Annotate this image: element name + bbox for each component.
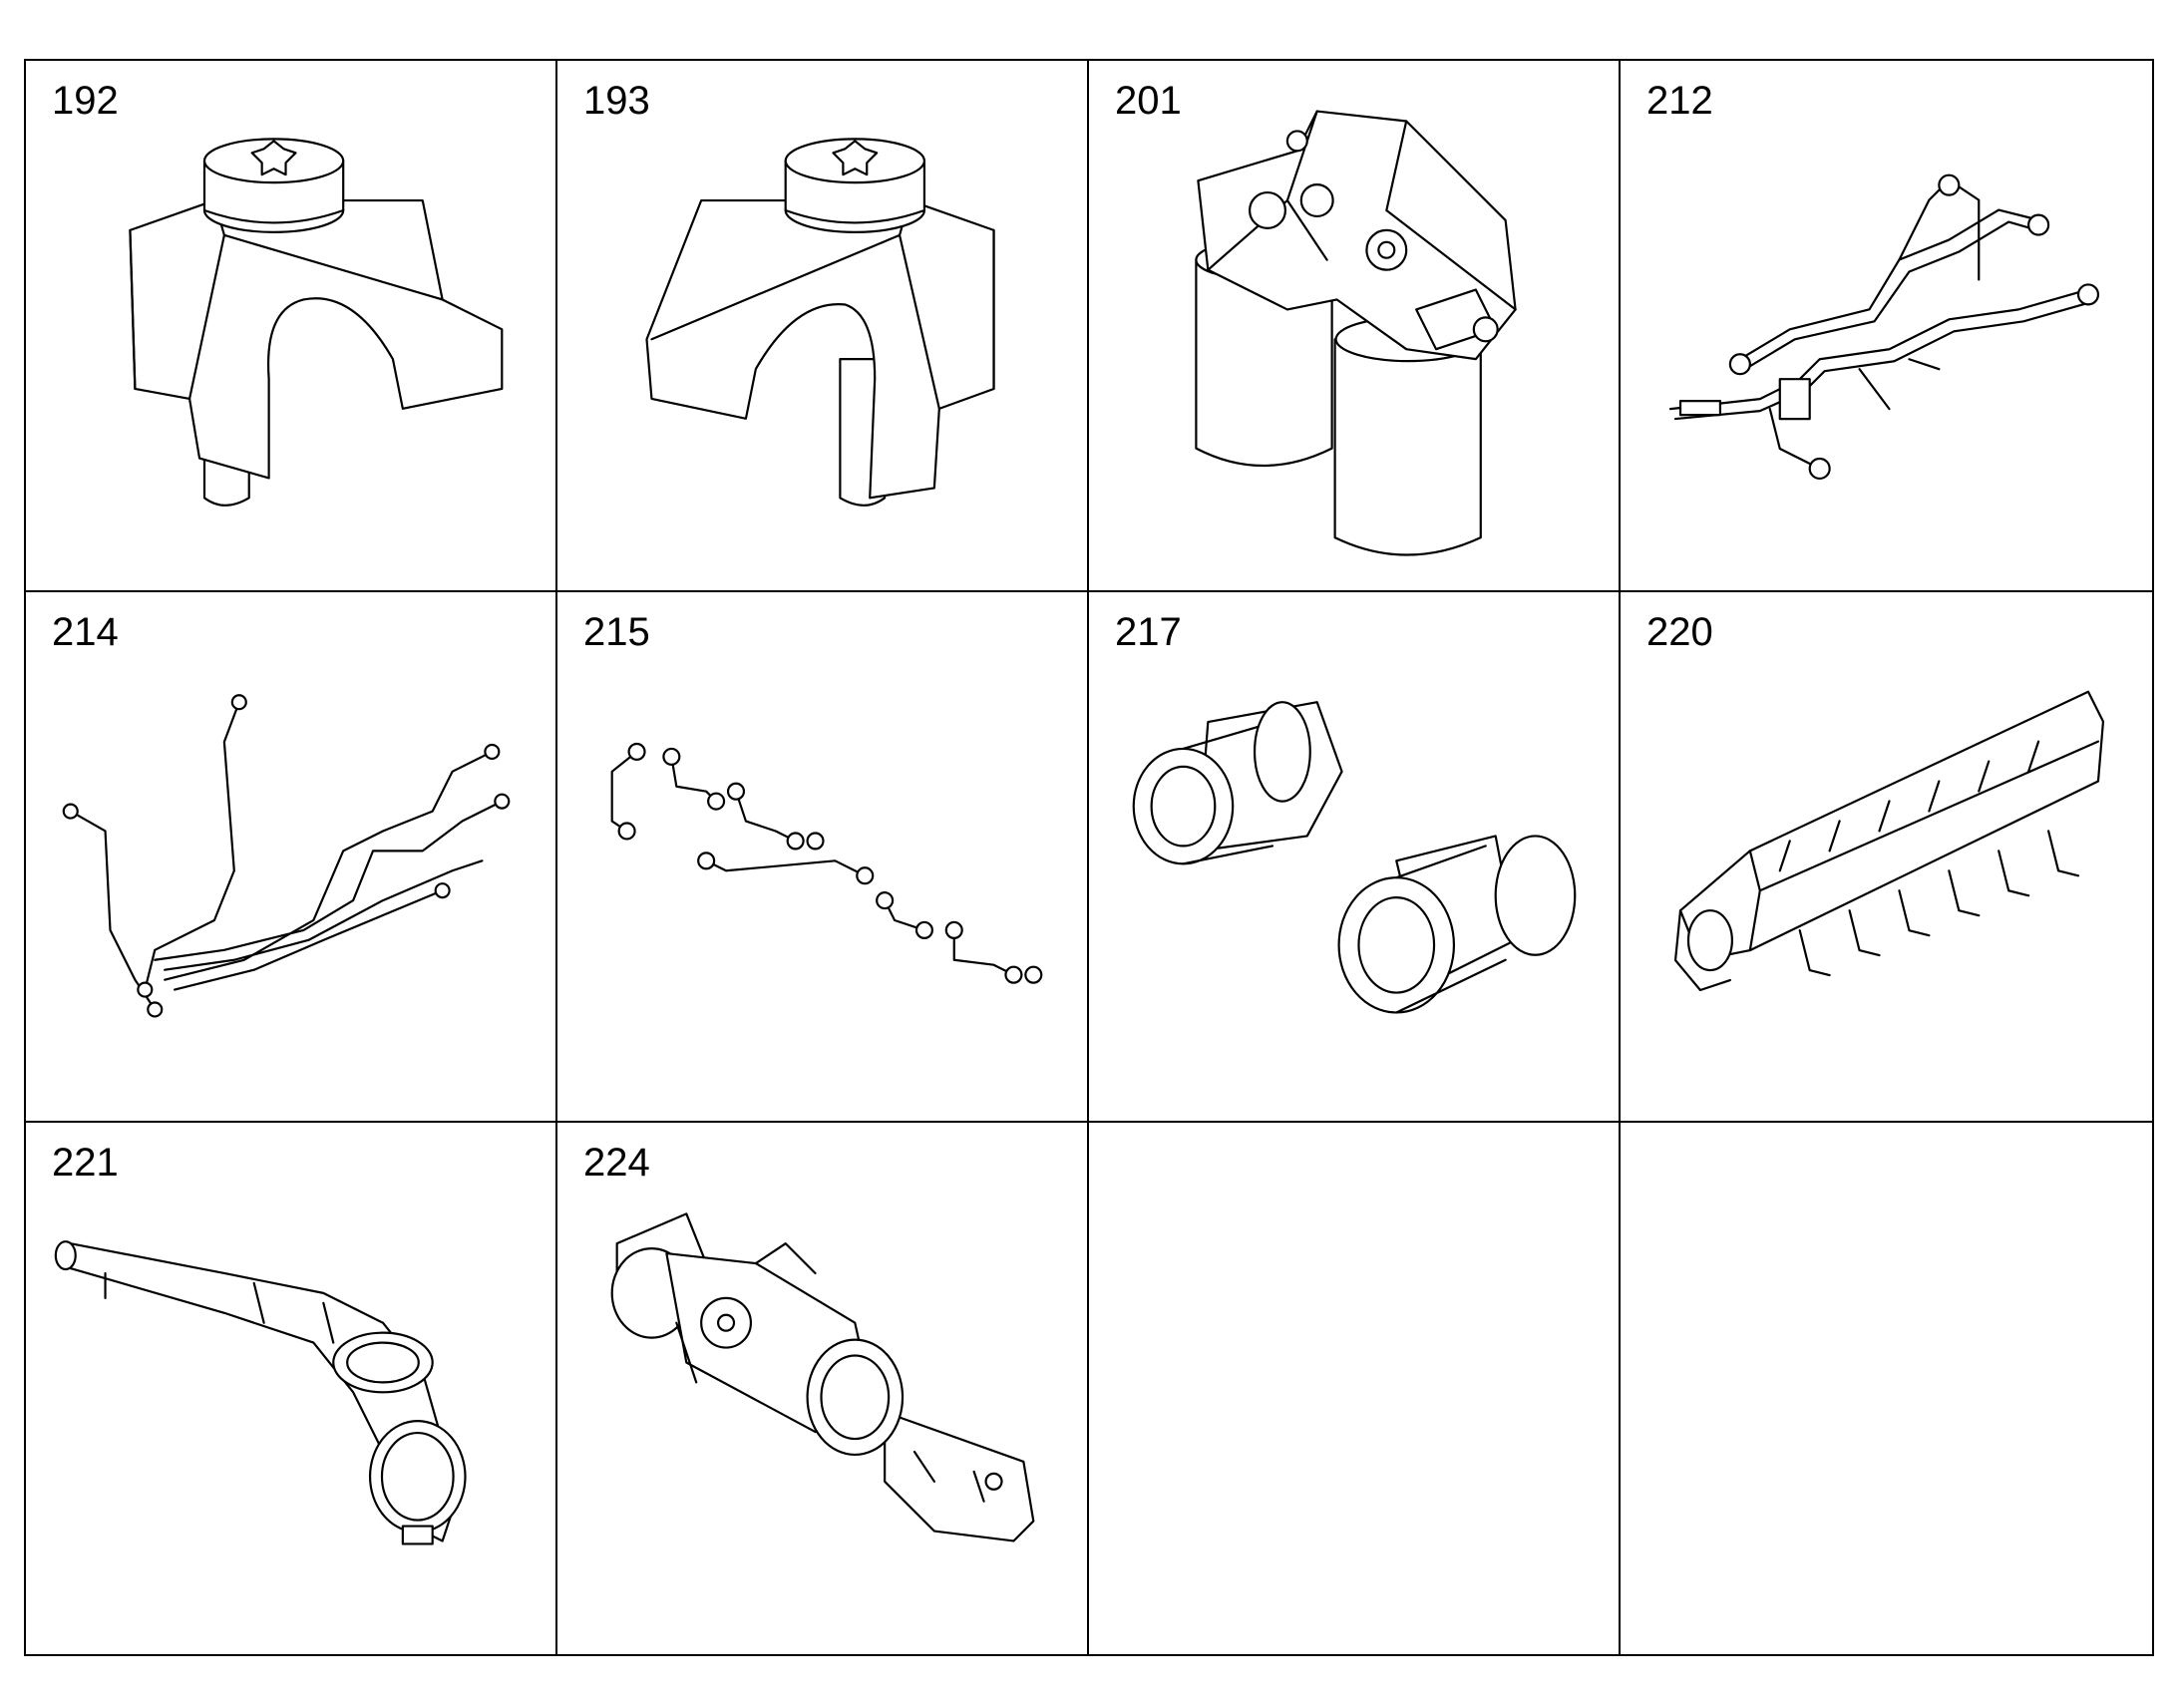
part-number: 214: [52, 609, 119, 654]
part-number: 217: [1115, 609, 1182, 654]
part-number: 193: [583, 79, 650, 123]
turbo-exhaust-assembly-icon: [610, 1212, 1035, 1542]
part-cell-220[interactable]: 220: [1621, 592, 2152, 1124]
coolant-pipe-icon: [54, 1240, 467, 1545]
part-cell-212[interactable]: 212: [1621, 61, 2152, 592]
part-cell-192[interactable]: 192: [26, 61, 557, 592]
fuel-filter-housing-icon: [1195, 110, 1517, 556]
part-number: 215: [583, 609, 650, 654]
parts-grid: 192 193 201: [24, 59, 2154, 1656]
part-cell-193[interactable]: 193: [557, 61, 1089, 592]
fork-bracket-icon: [129, 138, 504, 507]
injection-lines-icon: [62, 693, 511, 1018]
part-cell-215[interactable]: 215: [557, 591, 1089, 1124]
part-number: 220: [1646, 609, 1713, 654]
fuel-line-assembly-icon: [1668, 173, 2100, 481]
part-cell-217[interactable]: 217: [1089, 591, 1621, 1124]
part-cell-201[interactable]: 201: [1089, 61, 1621, 592]
part-cell-221[interactable]: 221: [26, 1123, 557, 1654]
empty-cell: [1089, 1123, 1621, 1654]
threaded-union-icon: [1132, 700, 1577, 1014]
fork-bracket-mirrored-icon: [645, 138, 995, 507]
part-number: 192: [52, 79, 119, 123]
injection-pipes-set-icon: [610, 742, 1043, 984]
part-cell-214[interactable]: 214: [26, 591, 557, 1124]
part-number: 212: [1646, 79, 1713, 123]
part-cell-224[interactable]: 224: [557, 1123, 1089, 1654]
part-number: 201: [1115, 79, 1182, 123]
part-number: 224: [583, 1141, 650, 1186]
empty-cell: [1621, 1123, 2152, 1654]
intake-manifold-icon: [1673, 690, 2105, 991]
part-number: 221: [52, 1141, 119, 1186]
